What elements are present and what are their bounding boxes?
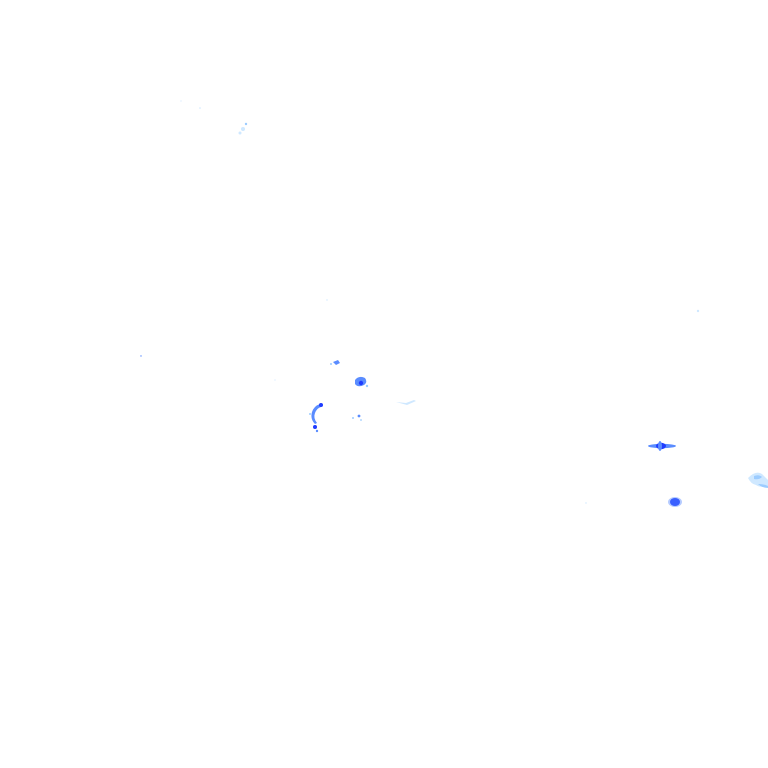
radar-echo-far-east [748, 472, 768, 488]
radar-echo-east-cell [668, 497, 682, 507]
radar-echo-scattered [140, 299, 700, 504]
radar-echo-east-streak [648, 441, 676, 451]
radar-echo-central-cluster [330, 360, 416, 421]
radar-echo-central-arc [309, 403, 323, 433]
radar-echo-northwest [180, 100, 248, 135]
